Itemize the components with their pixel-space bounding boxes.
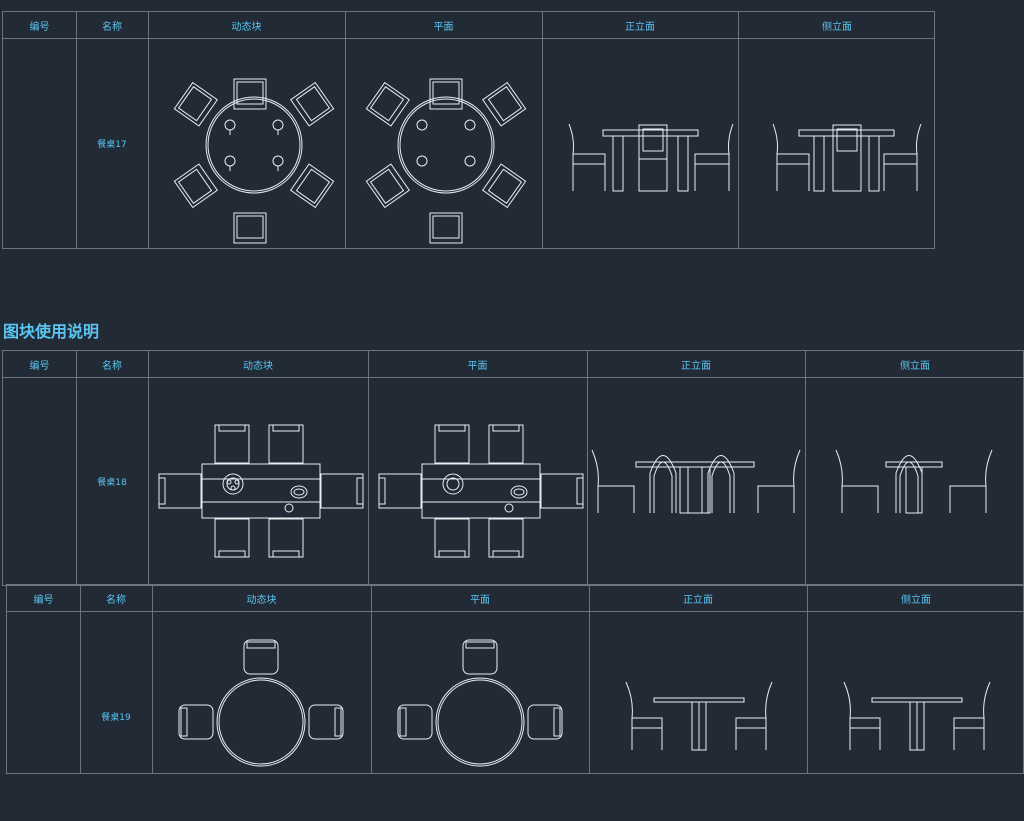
section-title: 图块使用说明: [3, 322, 100, 341]
plan-round-table-4[interactable]: [372, 612, 589, 774]
header-front-elevation: 正立面: [681, 360, 711, 372]
column-divider: [589, 585, 590, 773]
header-plan: 平面: [467, 360, 488, 372]
header-plan: 平面: [470, 594, 490, 606]
header-name: 名称: [106, 594, 126, 606]
block-table-1: 编号 名称 动态块 平面 正立面 侧立面 餐桌17: [2, 11, 935, 249]
column-divider: [148, 351, 149, 585]
side-elevation-table-19[interactable]: [808, 612, 1024, 774]
column-divider: [80, 585, 81, 773]
header-side-elevation: 侧立面: [822, 21, 852, 33]
column-divider: [76, 351, 77, 585]
column-divider: [368, 351, 369, 585]
dynamic-block-round-table-4[interactable]: [153, 612, 371, 774]
plan-round-table-6[interactable]: [346, 39, 542, 249]
header-name: 名称: [102, 21, 122, 33]
block-table-2: 编号 名称 动态块 平面 正立面 侧立面 餐桌18: [2, 350, 1024, 586]
column-divider: [148, 12, 149, 248]
header-id: 编号: [33, 594, 54, 606]
header-dynamic-block: 动态块: [231, 21, 262, 33]
header-id: 编号: [29, 360, 50, 372]
row-name-table-19: 餐桌19: [101, 712, 131, 723]
column-divider: [76, 12, 77, 248]
column-divider: [807, 585, 808, 773]
side-elevation-table-18[interactable]: [806, 378, 1024, 586]
header-side-elevation: 侧立面: [900, 360, 930, 372]
table-header-row: [3, 351, 1023, 378]
column-divider: [587, 351, 588, 585]
column-divider: [345, 12, 346, 248]
column-divider: [542, 12, 543, 248]
row-name-table-18: 餐桌18: [97, 477, 127, 488]
row-name-table-17: 餐桌17: [97, 139, 127, 150]
column-divider: [371, 585, 372, 773]
table-header-row: [7, 585, 1023, 612]
plan-rect-table-6[interactable]: [369, 378, 587, 586]
column-divider: [805, 351, 806, 585]
dynamic-block-rect-table-6[interactable]: [149, 378, 368, 586]
header-dynamic-block: 动态块: [246, 594, 277, 606]
header-front-elevation: 正立面: [683, 594, 713, 606]
front-elevation-table-17[interactable]: [543, 39, 738, 249]
column-divider: [738, 12, 739, 248]
header-side-elevation: 侧立面: [901, 594, 931, 606]
header-dynamic-block: 动态块: [243, 360, 273, 372]
dynamic-block-round-table-6[interactable]: [149, 39, 345, 249]
header-name: 名称: [102, 360, 122, 372]
table-header-row: [3, 12, 934, 39]
side-elevation-table-17[interactable]: [739, 39, 936, 249]
block-table-3: 编号 名称 动态块 平面 正立面 侧立面 餐桌19: [6, 584, 1024, 774]
column-divider: [152, 585, 153, 773]
header-plan: 平面: [433, 21, 454, 33]
header-id: 编号: [29, 21, 50, 33]
header-front-elevation: 正立面: [625, 21, 655, 33]
front-elevation-table-19[interactable]: [590, 612, 807, 774]
front-elevation-table-18[interactable]: [588, 378, 805, 586]
